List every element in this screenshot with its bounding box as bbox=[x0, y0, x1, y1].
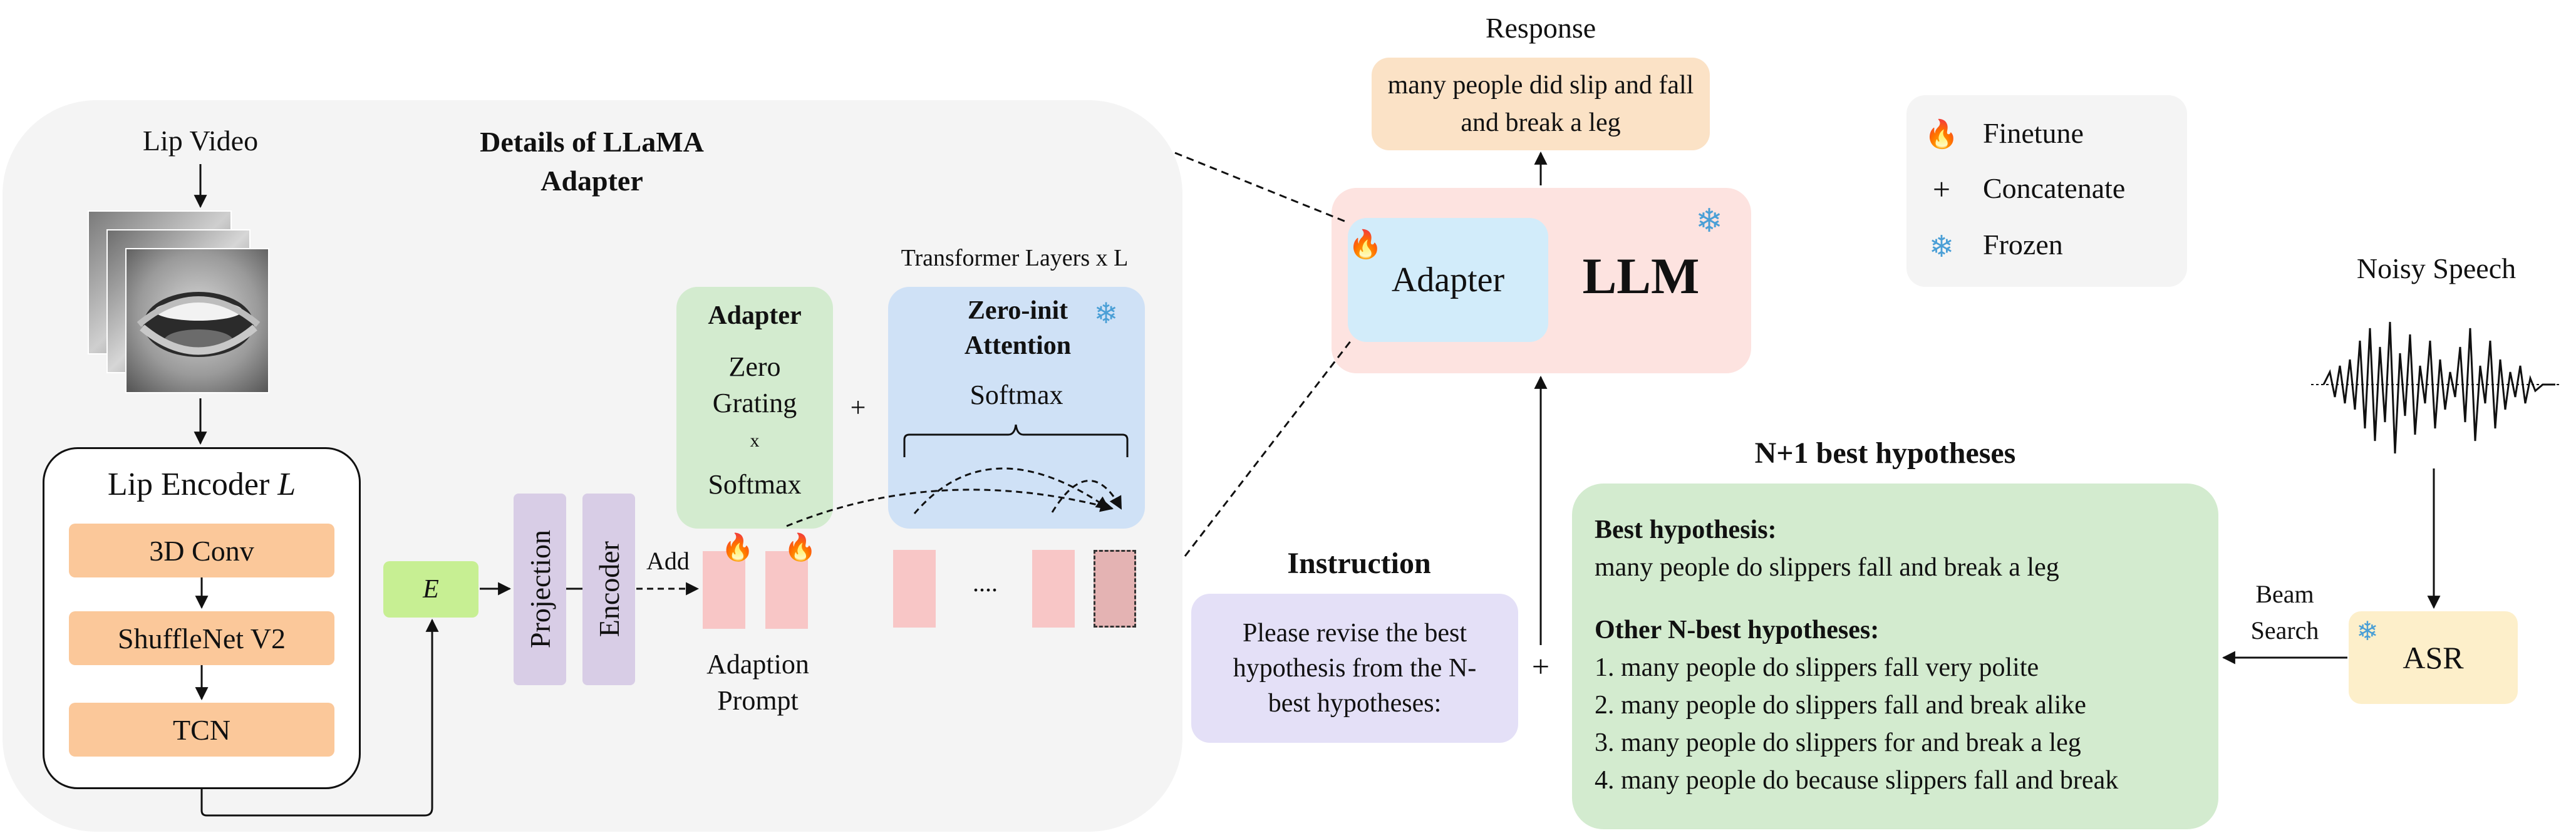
best-hypothesis-heading: Best hypothesis: bbox=[1595, 515, 1777, 544]
details-title: Details of LLaMA Adapter bbox=[480, 126, 704, 197]
legend-box bbox=[1906, 95, 2187, 287]
projection-box: Projection bbox=[514, 494, 566, 685]
instruction-text: Please revise the best hypothesis from t… bbox=[1233, 619, 1477, 718]
response-box: many people did slip and fall and break … bbox=[1372, 58, 1710, 150]
adaption-prompt-token-2 bbox=[765, 551, 808, 629]
hypothesis-item-1: 1. many people do slippers fall very pol… bbox=[1595, 653, 2039, 682]
plus-sign: + bbox=[850, 391, 866, 423]
adapter-zero: Zero bbox=[728, 351, 781, 382]
token-ellipsis: .... bbox=[973, 568, 998, 597]
adaption-prompt-token-1 bbox=[703, 551, 745, 629]
hypotheses-title: N+1 best hypotheses bbox=[1653, 431, 2117, 475]
adapter-softmax: Softmax bbox=[708, 468, 802, 500]
dashed-link-bottom bbox=[1184, 338, 1354, 557]
plus-icon: + bbox=[1932, 172, 1951, 207]
encoder-box: Encoder bbox=[582, 494, 635, 685]
token-2 bbox=[1032, 550, 1075, 628]
snowflake-icon: ❄ bbox=[1094, 297, 1119, 329]
other-hypotheses-heading: Other N-best hypotheses: bbox=[1595, 616, 1880, 644]
noisy-speech-label: Noisy Speech bbox=[2356, 252, 2517, 284]
lip-video-frames bbox=[88, 210, 301, 398]
snowflake-icon: ❄ bbox=[1928, 230, 1955, 264]
best-hypothesis-text: many people do slippers fall and break a… bbox=[1595, 553, 2059, 582]
adaption-prompt-label: Adaption Prompt bbox=[706, 649, 809, 716]
adapter-block bbox=[676, 287, 833, 529]
hypothesis-item-2: 2. many people do slippers fall and brea… bbox=[1595, 691, 2086, 720]
concat-plus: + bbox=[1531, 649, 1550, 684]
adapter-x: x bbox=[750, 430, 760, 451]
legend-finetune-label: Finetune bbox=[1983, 117, 2084, 149]
llm-adapter-label: Adapter bbox=[1391, 261, 1505, 299]
attention-title: Zero-init Attention bbox=[964, 296, 1072, 360]
legend-concatenate-label: Concatenate bbox=[1983, 172, 2126, 204]
adapter-block-title: Adapter bbox=[708, 301, 802, 330]
llm-adapter-box: Adapter bbox=[1348, 218, 1548, 342]
response-text: many people did slip and fall and break … bbox=[1387, 71, 1694, 137]
instruction-box: Please revise the best hypothesis from t… bbox=[1191, 594, 1518, 743]
fire-icon: 🔥 bbox=[721, 533, 755, 562]
lip-video-label: Lip Video bbox=[142, 124, 259, 157]
fire-icon: 🔥 bbox=[784, 533, 817, 562]
add-label: Add bbox=[646, 547, 690, 575]
snowflake-icon: ❄ bbox=[1695, 204, 1723, 239]
response-label: Response bbox=[1485, 11, 1596, 44]
asr-label: ASR bbox=[2403, 640, 2464, 675]
beam-search-label: Beam Search bbox=[2250, 580, 2319, 644]
embedding-label: E bbox=[423, 575, 439, 604]
instruction-title: Instruction bbox=[1287, 546, 1431, 580]
hypotheses-box: Best hypothesis: many people do slippers… bbox=[1572, 484, 2218, 829]
token-1 bbox=[893, 550, 936, 628]
llm-label: LLM bbox=[1582, 247, 1700, 304]
hypotheses-title-text: N+1 best hypotheses bbox=[1754, 436, 2016, 470]
tcn-layer: TCN bbox=[69, 703, 334, 757]
legend-frozen-label: Frozen bbox=[1983, 229, 2063, 261]
hypothesis-item-3: 3. many people do slippers for and break… bbox=[1595, 728, 2081, 757]
hypothesis-item-4: 4. many people do because slippers fall … bbox=[1595, 766, 2119, 795]
snowflake-icon: ❄ bbox=[2356, 618, 2379, 646]
conv3d-layer: 3D Conv bbox=[69, 524, 334, 577]
attention-softmax: Softmax bbox=[970, 379, 1063, 410]
dashed-link-top bbox=[1174, 152, 1350, 224]
lip-encoder-symbol: L bbox=[277, 466, 296, 502]
embedding-box: E bbox=[383, 561, 478, 618]
fire-icon: 🔥 bbox=[1924, 119, 1959, 150]
mouth-drawing bbox=[127, 249, 268, 392]
asr-box: ASR bbox=[2349, 611, 2518, 704]
adapter-grating: Grating bbox=[712, 387, 797, 418]
fire-icon: 🔥 bbox=[1348, 229, 1383, 260]
mouth-image bbox=[125, 248, 269, 393]
token-3-dashed bbox=[1094, 550, 1136, 628]
shufflenet-layer: ShuffleNet V2 bbox=[69, 611, 334, 665]
encoder-label: Encoder bbox=[592, 541, 625, 638]
lip-encoder-title: Lip Encoder L bbox=[43, 462, 361, 506]
transformer-layers-label: Transformer Layers x L bbox=[901, 245, 1129, 271]
noisy-speech-waveform bbox=[2311, 321, 2562, 454]
lip-encoder-title-text: Lip Encoder bbox=[107, 466, 270, 502]
projection-label: Projection bbox=[524, 530, 556, 649]
